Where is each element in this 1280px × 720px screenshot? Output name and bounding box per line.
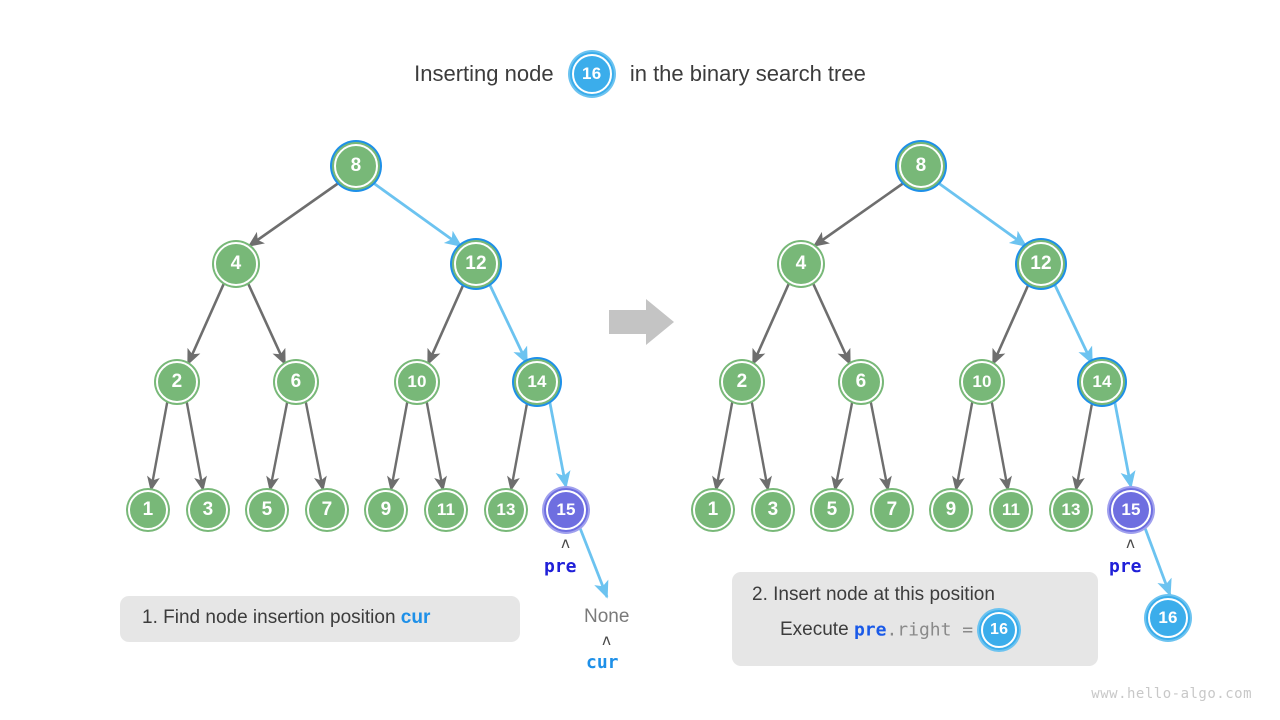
- node-3-right[interactable]: 3: [753, 490, 793, 530]
- node-15-right[interactable]: 15: [1111, 490, 1151, 530]
- node-2-right[interactable]: 2: [721, 361, 763, 403]
- node-9-right[interactable]: 9: [931, 490, 971, 530]
- node-13-left[interactable]: 13: [486, 490, 526, 530]
- caption-1-keyword: cur: [400, 607, 431, 628]
- node-15-left[interactable]: 15: [546, 490, 586, 530]
- pre-label-right: pre: [1109, 556, 1142, 577]
- node-14-right[interactable]: 14: [1081, 361, 1123, 403]
- caption-2-execute: Execute: [780, 619, 849, 640]
- node-1-right[interactable]: 1: [693, 490, 733, 530]
- node-10-left[interactable]: 10: [396, 361, 438, 403]
- node-6-right[interactable]: 6: [840, 361, 882, 403]
- node-5-right[interactable]: 5: [812, 490, 852, 530]
- node-9-left[interactable]: 9: [366, 490, 406, 530]
- node-16-caption: 16: [981, 612, 1018, 648]
- node-6-left[interactable]: 6: [275, 361, 317, 403]
- node-11-left[interactable]: 11: [426, 490, 466, 530]
- cur-caret-left: ʌ: [602, 631, 612, 649]
- node-14-left[interactable]: 14: [516, 361, 558, 403]
- node-8-left[interactable]: 8: [334, 144, 378, 188]
- node-13-right[interactable]: 13: [1051, 490, 1091, 530]
- node-10-right[interactable]: 10: [961, 361, 1003, 403]
- pre-caret-right: ʌ: [1126, 534, 1136, 552]
- node-3-left[interactable]: 3: [188, 490, 228, 530]
- caption-2-node-badge-16: 16: [981, 612, 1018, 648]
- node-7-left[interactable]: 7: [307, 490, 347, 530]
- node-2-left[interactable]: 2: [156, 361, 198, 403]
- title-prefix: Inserting node: [414, 61, 554, 86]
- node-5-left[interactable]: 5: [247, 490, 287, 530]
- pre-caret-left: ʌ: [561, 534, 571, 552]
- caption-2-line-2: Execute pre.right = 16: [752, 612, 1078, 648]
- caption-2-number: 2.: [752, 584, 768, 605]
- right-tree-edges: [712, 180, 1172, 597]
- pre-label-left: pre: [544, 556, 577, 577]
- caption-step-2: 2. Insert node at this position Execute …: [732, 572, 1098, 666]
- node-7-right[interactable]: 7: [872, 490, 912, 530]
- node-16-inserted[interactable]: 16: [1148, 598, 1188, 638]
- caption-2-pre: pre: [853, 619, 887, 641]
- caption-2-body: Insert node at this position: [773, 584, 995, 605]
- caption-1-line: 1. Find node insertion position cur: [142, 607, 498, 629]
- caption-1-number: 1.: [142, 607, 158, 628]
- page-title: Inserting node 16 in the binary search t…: [0, 54, 1280, 94]
- title-suffix: in the binary search tree: [629, 61, 866, 86]
- title-node-badge-16: 16: [571, 54, 612, 94]
- caption-step-1: 1. Find node insertion position cur: [120, 596, 520, 642]
- node-11-right[interactable]: 11: [991, 490, 1031, 530]
- node-12-right[interactable]: 12: [1019, 242, 1063, 286]
- node-1-left[interactable]: 1: [128, 490, 168, 530]
- left-tree-edges: [147, 180, 609, 599]
- node-4-left[interactable]: 4: [214, 242, 258, 286]
- right-arrow-icon: [609, 299, 674, 345]
- cur-label-left: cur: [586, 652, 619, 673]
- caption-2-right-assign: .right =: [886, 619, 974, 641]
- caption-2-line-1: 2. Insert node at this position: [752, 584, 1078, 606]
- node-12-left[interactable]: 12: [454, 242, 498, 286]
- node-8-right[interactable]: 8: [899, 144, 943, 188]
- node-4-right[interactable]: 4: [779, 242, 823, 286]
- watermark: www.hello-algo.com: [1091, 686, 1252, 702]
- caption-1-body: Find node insertion position: [163, 607, 396, 628]
- node-16-title: 16: [571, 54, 612, 94]
- none-text-left: None: [584, 606, 630, 627]
